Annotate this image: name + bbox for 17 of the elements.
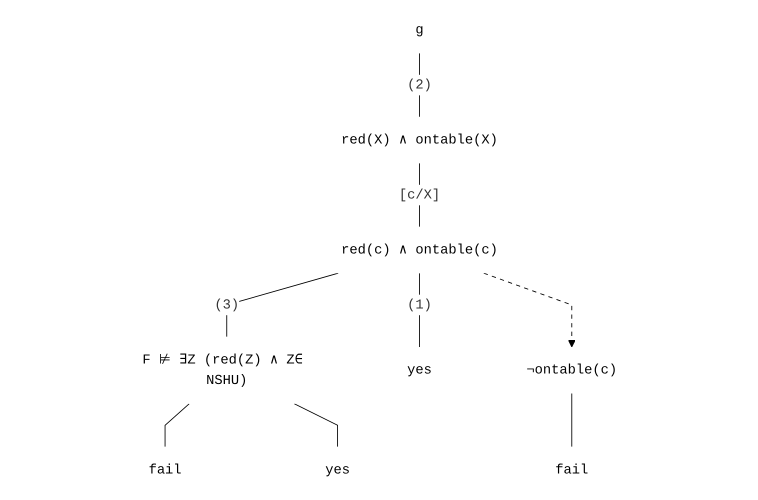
- node-text: fail: [555, 462, 588, 478]
- node-text: ¬ontable(c): [526, 362, 618, 378]
- edge-label: (3): [214, 297, 240, 313]
- node-text: red(X) ∧ ontable(X): [341, 132, 498, 148]
- connector: [294, 403, 338, 448]
- connector: [571, 393, 572, 448]
- arrow: [483, 272, 576, 348]
- edge-label: (1): [407, 297, 432, 313]
- node-text: yes: [325, 462, 350, 478]
- edge-label: [c/X]: [398, 187, 440, 203]
- node-text: yes: [407, 362, 432, 378]
- edge-label: (2): [407, 77, 432, 93]
- node-text: red(c) ∧ ontable(c): [341, 242, 498, 258]
- node-text: g: [415, 22, 424, 38]
- node-text: fail: [148, 462, 182, 478]
- node-text: F ⊭ ∃Z (red(Z) ∧ Z∈ NSHU): [142, 352, 303, 388]
- connector: [164, 403, 190, 448]
